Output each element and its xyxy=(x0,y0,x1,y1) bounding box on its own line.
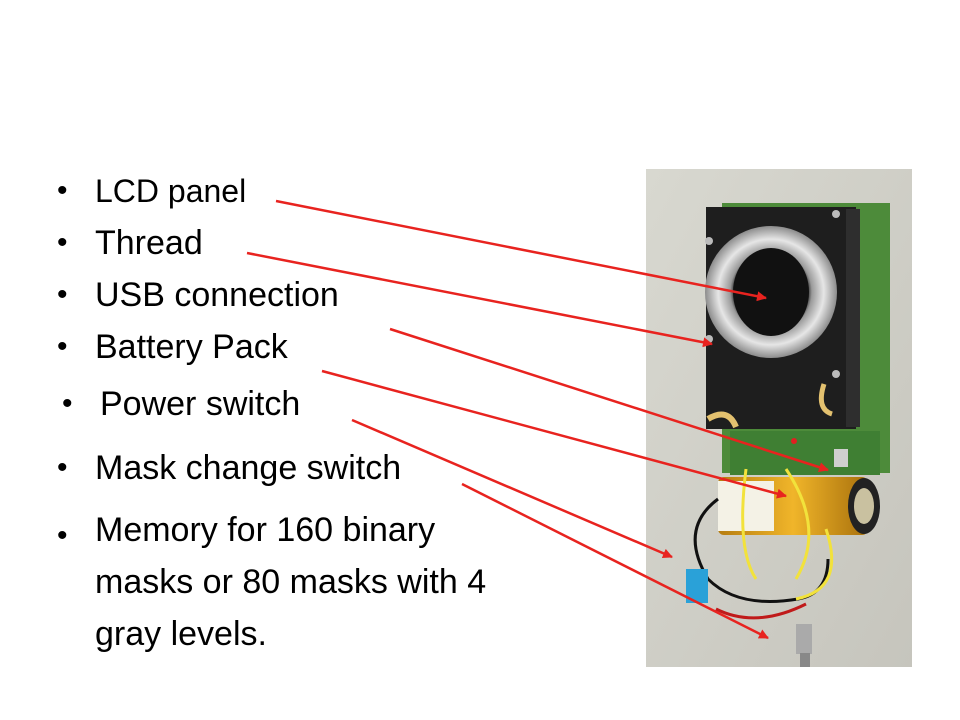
bullet-lcd-panel: • LCD panel xyxy=(57,171,247,211)
bullet-dot: • xyxy=(57,519,68,552)
bullet-power-switch: • Power switch xyxy=(62,384,301,424)
bullet-label: Battery Pack xyxy=(95,328,288,366)
device-photo xyxy=(646,169,912,667)
bullet-dot: • xyxy=(57,330,68,363)
bullet-label: Power switch xyxy=(100,385,301,423)
bullet-label: USB connection xyxy=(95,276,339,314)
power-switch xyxy=(686,569,708,603)
bullet-mask-change-switch: • Mask change switch xyxy=(57,448,402,488)
bullet-dot: • xyxy=(57,226,68,259)
control-board xyxy=(730,431,880,475)
bullet-label: Memory for 160 binary masks or 80 masks … xyxy=(95,511,487,653)
usb-connector xyxy=(834,449,848,467)
bullet-battery-pack: • Battery Pack xyxy=(57,327,288,367)
bullet-label: Thread xyxy=(95,224,203,262)
bullet-usb-connection: • USB connection xyxy=(57,275,339,315)
bullet-memory: • Memory for 160 binary masks or 80 mask… xyxy=(57,504,535,660)
bullet-label: Mask change switch xyxy=(95,449,402,487)
bullet-thread: • Thread xyxy=(57,223,203,263)
bullet-label: LCD panel xyxy=(95,173,247,209)
bullet-dot: • xyxy=(57,278,68,311)
mask-change-switch xyxy=(796,624,812,654)
bullet-dot: • xyxy=(57,451,68,484)
bullet-dot: • xyxy=(62,387,73,420)
bullet-dot: • xyxy=(57,174,68,207)
